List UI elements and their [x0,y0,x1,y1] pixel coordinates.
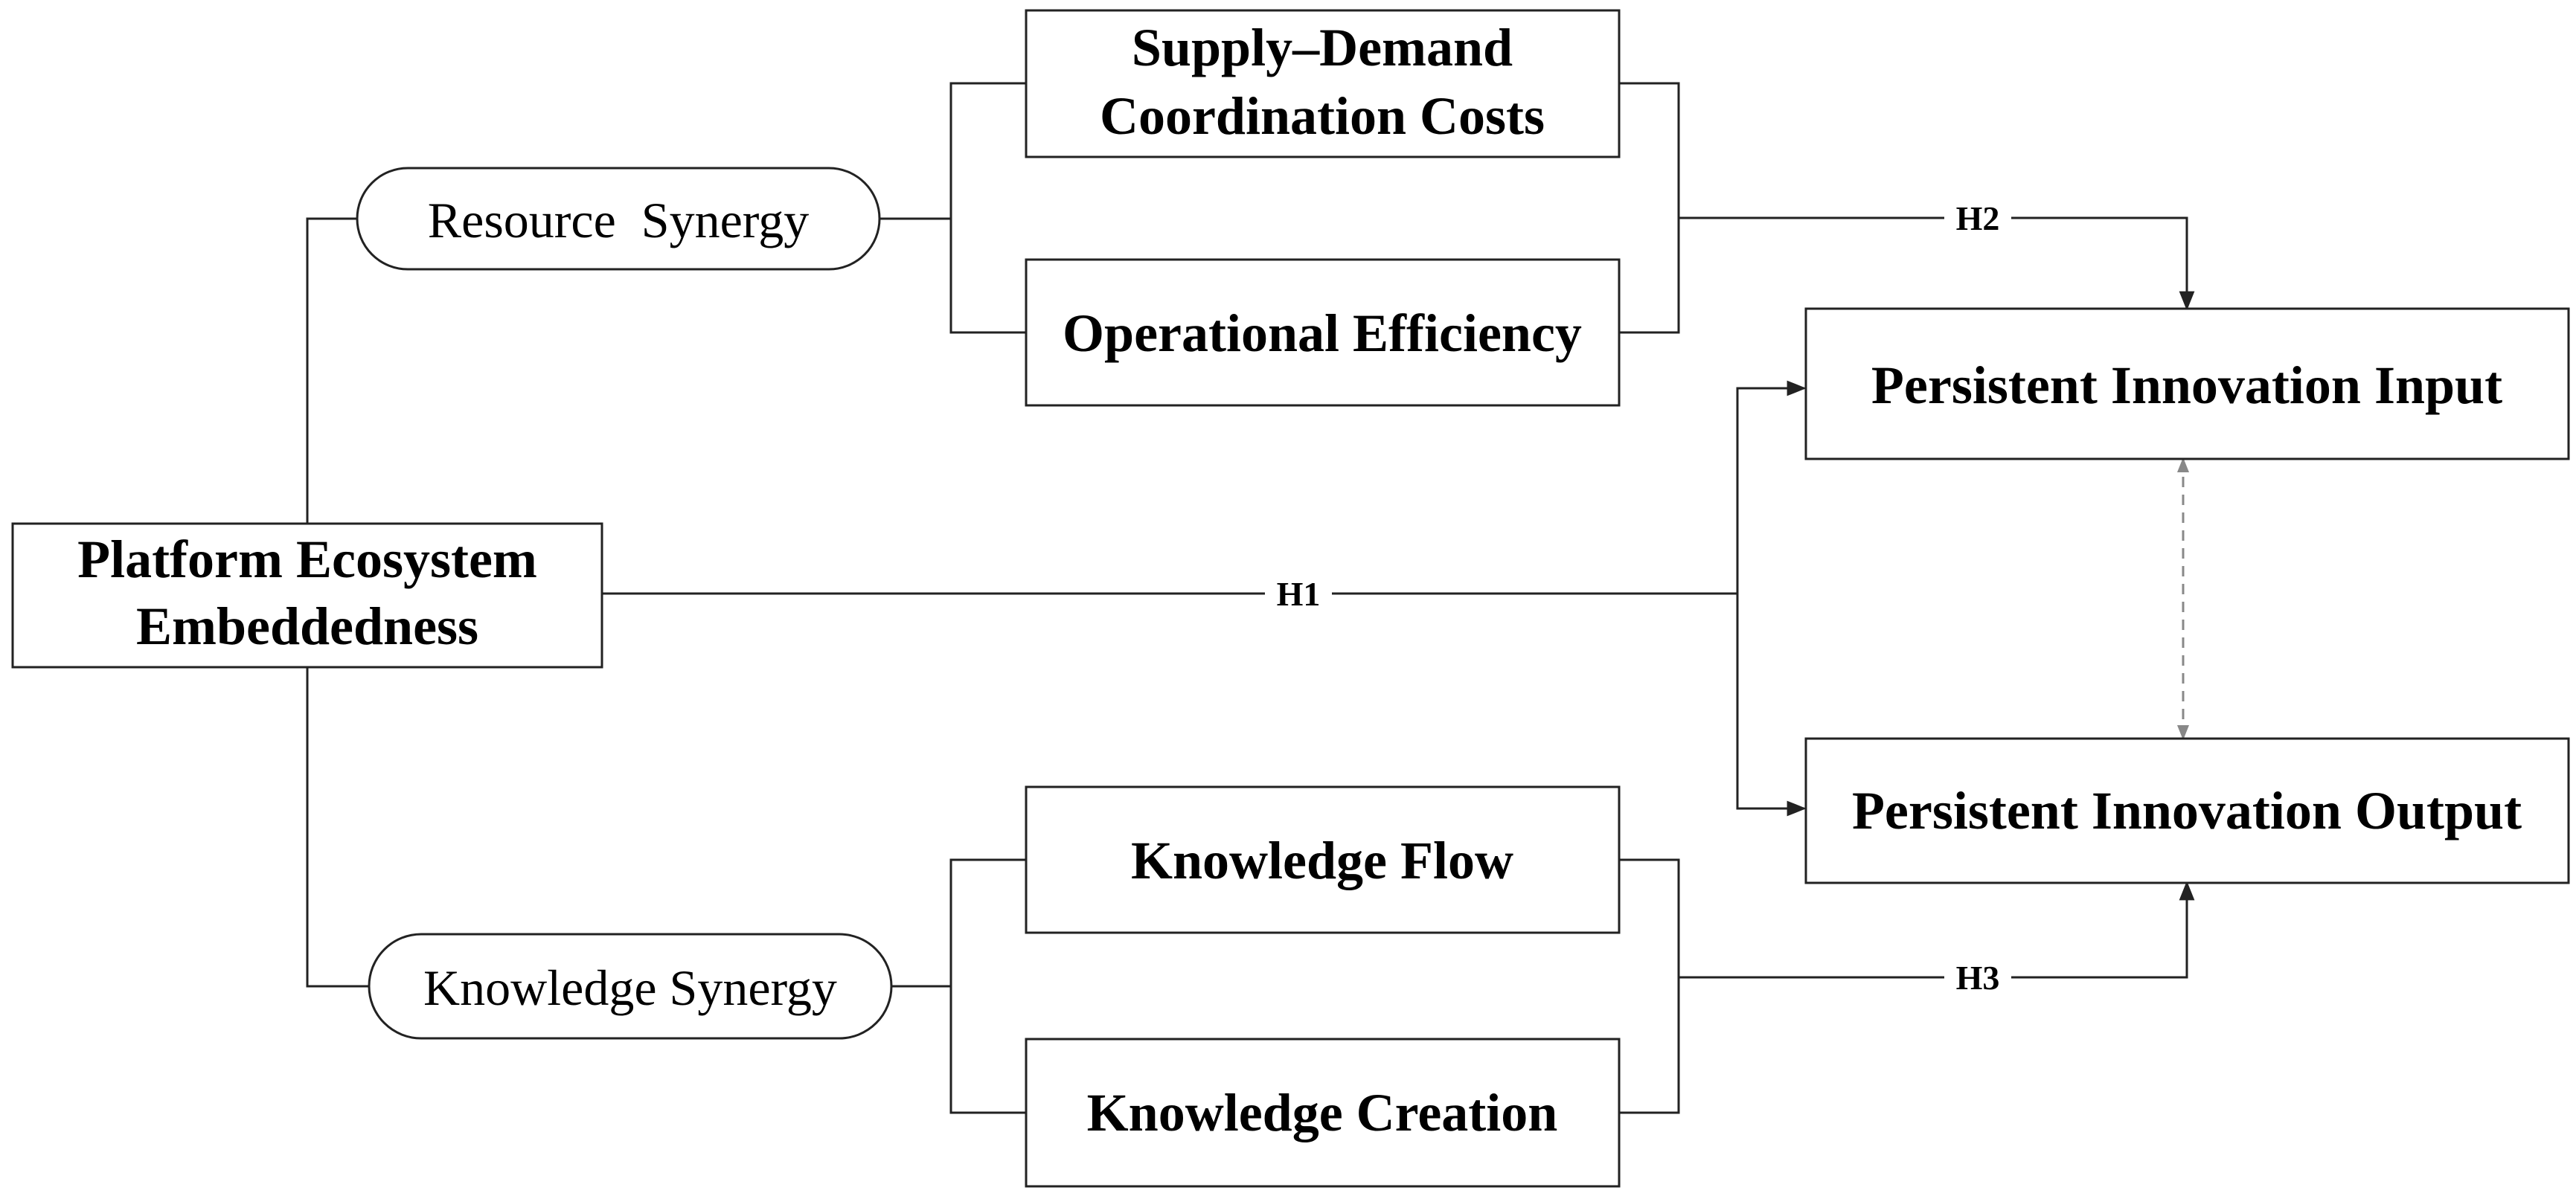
node-platform-embeddedness: Platform Ecosystem Embeddedness [11,522,603,669]
innovation-output-label: Persistent Innovation Output [1852,781,2522,840]
supply-demand-line1: Supply–Demand [1132,18,1513,77]
platform-embeddedness-line2: Embeddedness [136,597,478,656]
hypothesis-h3-label: H3 [1956,959,2000,997]
knowledge-synergy-label: Knowledge Synergy [423,959,837,1016]
bracket-knowledge-right [1619,858,1680,1114]
path-h1-to-input [1736,380,1807,594]
hypothesis-labels: H1 H2 H3 [1265,199,2011,997]
hypothesis-h2-label: H2 [1956,199,2000,237]
resource-synergy-label: Resource Synergy [428,192,809,248]
platform-embeddedness-line1: Platform Ecosystem [77,530,537,589]
hypothesis-h1-label: H1 [1277,575,1321,613]
bracket-resource-left [949,82,1026,334]
path-h1-to-output [1736,594,1807,817]
connectors [306,82,2195,1114]
node-supply-demand-costs: Supply–Demand Coordination Costs [1025,9,1621,158]
node-resource-synergy: Resource Synergy [356,167,881,271]
supply-demand-line2: Coordination Costs [1100,86,1545,146]
connector-platform-knowledge [306,667,369,988]
node-innovation-input: Persistent Innovation Input [1804,307,2570,460]
node-operational-efficiency: Operational Efficiency [1025,258,1621,407]
operational-efficiency-label: Operational Efficiency [1063,303,1582,363]
knowledge-flow-label: Knowledge Flow [1131,831,1513,890]
bracket-knowledge-left [949,858,1026,1114]
node-knowledge-flow: Knowledge Flow [1025,785,1621,934]
node-innovation-output: Persistent Innovation Output [1804,737,2570,884]
node-knowledge-synergy: Knowledge Synergy [368,933,893,1040]
innovation-input-label: Persistent Innovation Input [1871,356,2502,415]
connector-platform-resource [306,217,357,524]
node-knowledge-creation: Knowledge Creation [1025,1038,1621,1188]
path-h3 [1679,881,2195,979]
knowledge-creation-label: Knowledge Creation [1087,1083,1558,1142]
path-h2 [1679,216,2195,311]
bracket-resource-right [1619,82,1680,334]
